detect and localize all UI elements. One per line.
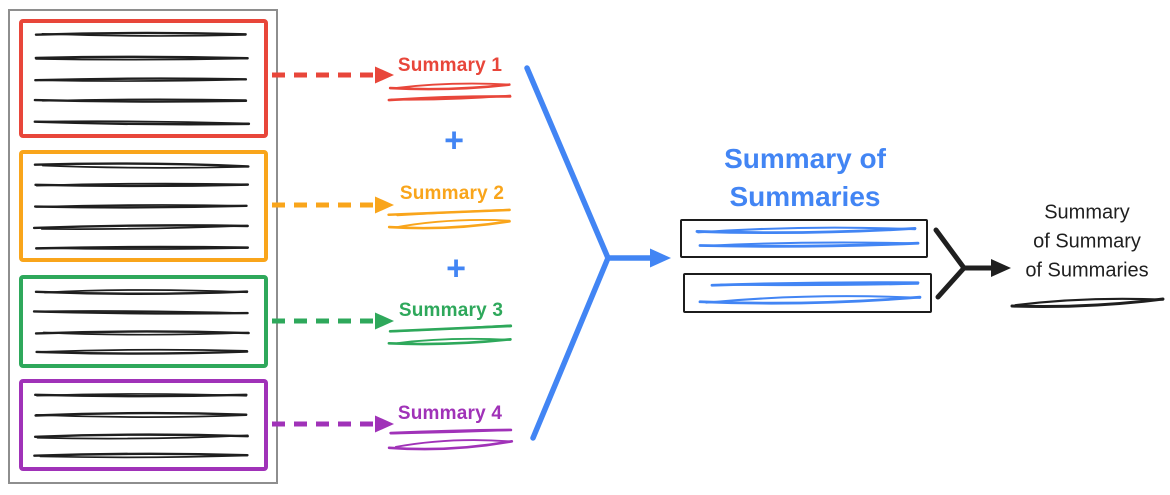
final-line-2: of Summary (1033, 230, 1141, 253)
summary-1-label: Summary 1 (397, 55, 503, 76)
summary-2-dashed-arrow (272, 196, 394, 214)
title-line-2: Summaries (729, 181, 881, 212)
summary-2-label: Summary 2 (399, 183, 505, 204)
document-section-3 (19, 275, 268, 368)
final-summary-label: Summary of Summary of Summaries (1025, 199, 1148, 286)
plus-operator-1: + (444, 121, 464, 160)
summary-2-text-scribble (387, 208, 511, 230)
summary-of-summaries-title: Summary of Summaries (724, 140, 886, 216)
final-summary-text-scribble (1010, 297, 1165, 309)
document-section-2 (19, 150, 268, 262)
intermediate-summary-box-2 (683, 273, 932, 313)
summary-3-dashed-arrow (272, 312, 394, 330)
summary-1-text-scribble (387, 82, 512, 102)
source-document-container (8, 9, 278, 484)
summary-4-label: Summary 4 (397, 403, 503, 424)
summary-4-dashed-arrow (272, 415, 394, 433)
document-section-4 (19, 379, 268, 471)
plus-operator-2: + (446, 249, 466, 288)
final-line-3: of Summaries (1025, 259, 1149, 282)
title-line-1: Summary of (724, 143, 886, 174)
summary-1-dashed-arrow (272, 66, 394, 84)
merge-connector-blue-arrow (524, 65, 671, 441)
summary-3-label: Summary 3 (398, 300, 504, 321)
final-merge-connector-arrow (933, 227, 1011, 300)
summary-3-text-scribble (387, 324, 513, 346)
intermediate-summary-box-1 (680, 219, 928, 258)
final-line-1: Summary (1044, 201, 1130, 224)
summary-4-text-scribble (387, 428, 514, 451)
document-section-1 (19, 19, 268, 138)
